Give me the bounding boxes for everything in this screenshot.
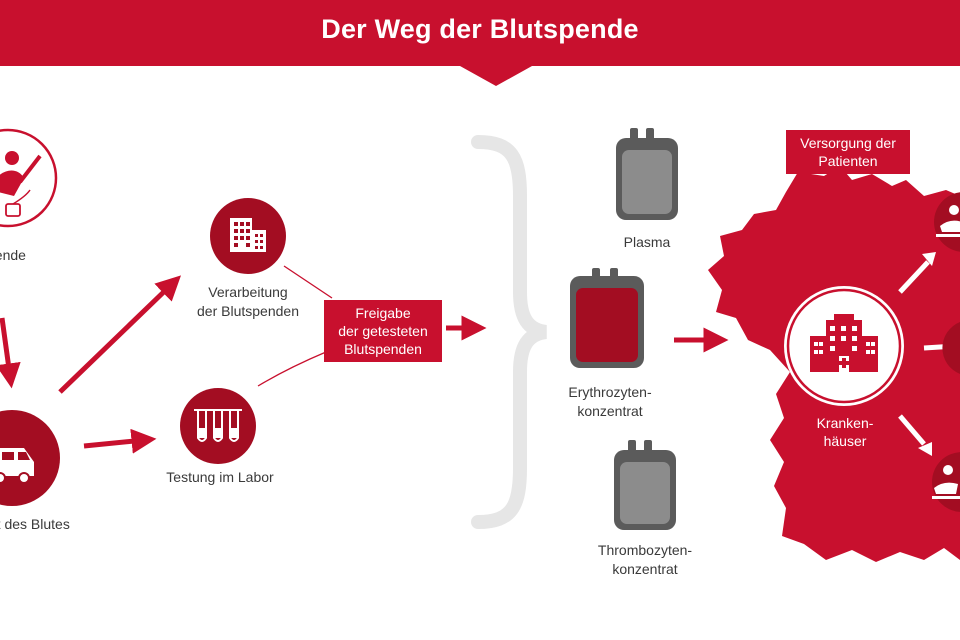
erythrocyte-bag-icon	[570, 268, 644, 368]
patient-icon-bottom	[932, 452, 960, 512]
grouping-brace	[471, 135, 548, 529]
label-thrombozyten: Thrombozyten- konzentrat	[597, 542, 693, 577]
arrow-spende-transport	[0, 317, 21, 389]
thrombocyte-bag-icon	[614, 440, 676, 530]
building-icon	[210, 198, 286, 274]
label-verarbeitung: Verarbeitung der Blutspenden	[197, 284, 299, 319]
plasma-bag-icon	[616, 128, 678, 220]
page-title: Der Weg der Blutspende	[321, 14, 639, 44]
hospital-icon	[784, 286, 904, 406]
header-banner	[0, 0, 960, 86]
label-versorgung: Versorgung der Patienten	[800, 135, 896, 169]
delivery-van-icon	[0, 410, 60, 506]
connector-testung-freigabe	[257, 351, 327, 387]
label-transport: rt des Blutes	[0, 516, 70, 532]
arrow-hospital-top	[898, 260, 930, 294]
freigabe-box	[324, 300, 442, 362]
test-tubes-icon	[180, 388, 256, 464]
label-testung: Testung im Labor	[166, 469, 274, 485]
label-blutspende: spende	[0, 247, 26, 263]
arrowhead-bottom	[918, 442, 932, 456]
patient-icon-right	[942, 322, 960, 374]
arrow-transport-testung	[83, 428, 157, 454]
connector-verarbeitung-freigabe	[283, 265, 333, 299]
versorgung-box	[786, 130, 910, 174]
arrowhead-top	[922, 252, 936, 266]
arrow-transport-verarbeitung	[58, 275, 181, 394]
label-freigabe: Freigabe der getesteten Blutspenden	[338, 305, 428, 357]
patient-icon	[934, 192, 960, 252]
blood-donation-icon	[0, 128, 58, 228]
label-erythrozyten: Erythrozyten- konzentrat	[568, 384, 652, 419]
label-krankenhaeuser: Kranken- häuser	[816, 415, 874, 449]
label-plasma: Plasma	[623, 234, 671, 250]
arrow-hospital-bottom	[898, 414, 926, 446]
